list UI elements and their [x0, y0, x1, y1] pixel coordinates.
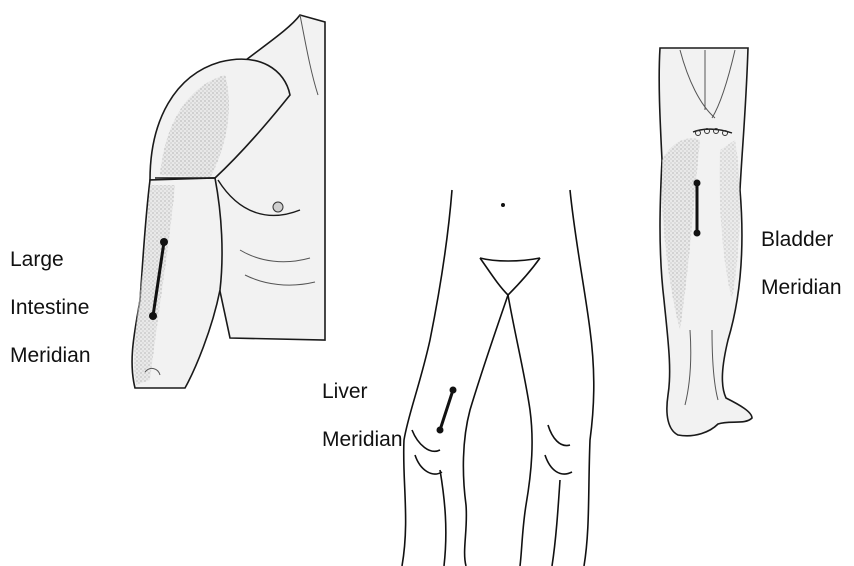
label-line: Liver [322, 380, 403, 404]
bladder-point-bottom [694, 230, 701, 237]
label-line: Intestine [10, 296, 91, 320]
label-line: Meridian [10, 344, 91, 368]
liver-meridian-label: Liver Meridian [322, 356, 403, 476]
bladder-point-top [694, 180, 701, 187]
large-intestine-meridian-label: Large Intestine Meridian [10, 224, 91, 392]
label-line: Bladder [761, 228, 842, 252]
label-line: Meridian [761, 276, 842, 300]
label-line: Large [10, 248, 91, 272]
label-line: Meridian [322, 428, 403, 452]
bladder-meridian-label: Bladder Meridian [761, 204, 842, 324]
